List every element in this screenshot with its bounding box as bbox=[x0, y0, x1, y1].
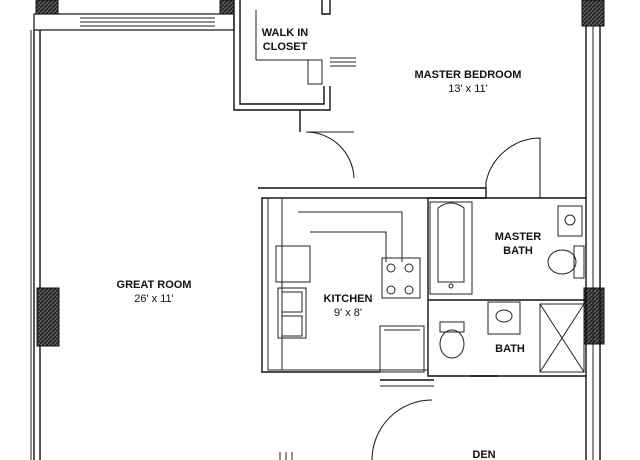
walk-in-closet-label-line1: WALK IN bbox=[262, 27, 308, 39]
bath-walls bbox=[427, 299, 586, 377]
den-walls bbox=[279, 379, 434, 460]
den-label: DEN bbox=[472, 449, 495, 460]
column-top-right bbox=[581, 0, 605, 27]
bath-label: BATH bbox=[495, 343, 525, 355]
walk-in-closet-label-line2: CLOSET bbox=[263, 41, 308, 53]
master-bedroom-dims: 13' x 11' bbox=[448, 83, 487, 95]
right-exterior-wall bbox=[585, 26, 601, 460]
bedroom-door bbox=[299, 110, 355, 179]
kitchen-dims: 9' x 8' bbox=[334, 307, 362, 319]
column-top-left bbox=[35, 0, 59, 15]
column-left-mid bbox=[36, 287, 60, 347]
left-exterior-wall bbox=[30, 30, 41, 460]
column-right-mid bbox=[583, 287, 605, 345]
great-room-dims: 26' x 11' bbox=[134, 293, 173, 305]
kitchen-walls bbox=[258, 187, 487, 373]
top-wall bbox=[33, 13, 235, 31]
kitchen-label: KITCHEN bbox=[324, 293, 373, 305]
master-bedroom-label: MASTER BEDROOM bbox=[415, 69, 522, 81]
closet-walls bbox=[233, 0, 356, 111]
master-bath-label-line1: MASTER bbox=[495, 231, 542, 243]
master-bath-walls bbox=[427, 137, 586, 300]
great-room-label: GREAT ROOM bbox=[117, 279, 192, 291]
column-top-mid bbox=[219, 0, 235, 15]
master-bath-label-line2: BATH bbox=[503, 245, 533, 257]
